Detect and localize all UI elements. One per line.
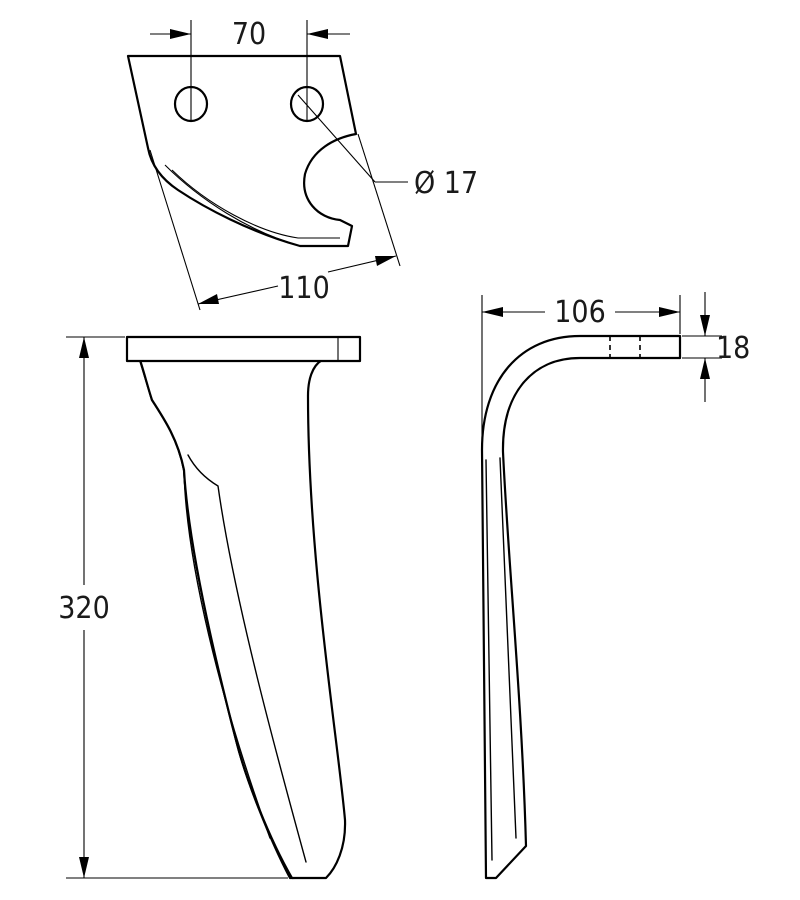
- dim-106-arrow-left: [482, 307, 503, 317]
- dim-110-arrow-right: [375, 256, 396, 266]
- top-view: 70 Ø 17 110: [126, 17, 478, 311]
- dim-320-arrow-top: [79, 337, 89, 358]
- dim-18-arrow-top: [700, 315, 710, 336]
- top-view-plate: [126, 54, 358, 248]
- top-view-bevel-inner: [171, 169, 340, 239]
- dim-106-arrow-right: [659, 307, 680, 317]
- front-view-edge-inner: [187, 454, 307, 863]
- dim-70-arrow-left: [170, 29, 191, 39]
- side-view: 106 18: [480, 292, 750, 880]
- front-view: 320: [58, 335, 362, 880]
- dim-110-ext-left: [149, 149, 201, 311]
- dim-70-label: 70: [232, 17, 266, 52]
- dim-70-arrow-right: [307, 29, 328, 39]
- front-view-shank: [138, 358, 347, 880]
- front-view-edge-outer: [183, 469, 271, 839]
- dim-diameter-label: Ø 17: [414, 166, 478, 201]
- dim-diameter-leader: [297, 94, 376, 183]
- top-view-bevel: [164, 164, 301, 247]
- dim-320-label: 320: [58, 591, 110, 626]
- side-view-bevel-2: [499, 457, 517, 839]
- dim-106-label: 106: [554, 295, 606, 330]
- front-view-flange: [125, 335, 362, 363]
- side-view-profile: [480, 334, 682, 880]
- dim-110-arrow-left: [198, 294, 219, 304]
- dim-18-arrow-bottom: [700, 358, 710, 379]
- side-view-bevel-1: [485, 459, 493, 861]
- dim-110-label: 110: [278, 271, 330, 306]
- dim-110-ext-right: [357, 133, 401, 267]
- dim-18-label: 18: [716, 331, 750, 366]
- dim-320-arrow-bottom: [79, 857, 89, 878]
